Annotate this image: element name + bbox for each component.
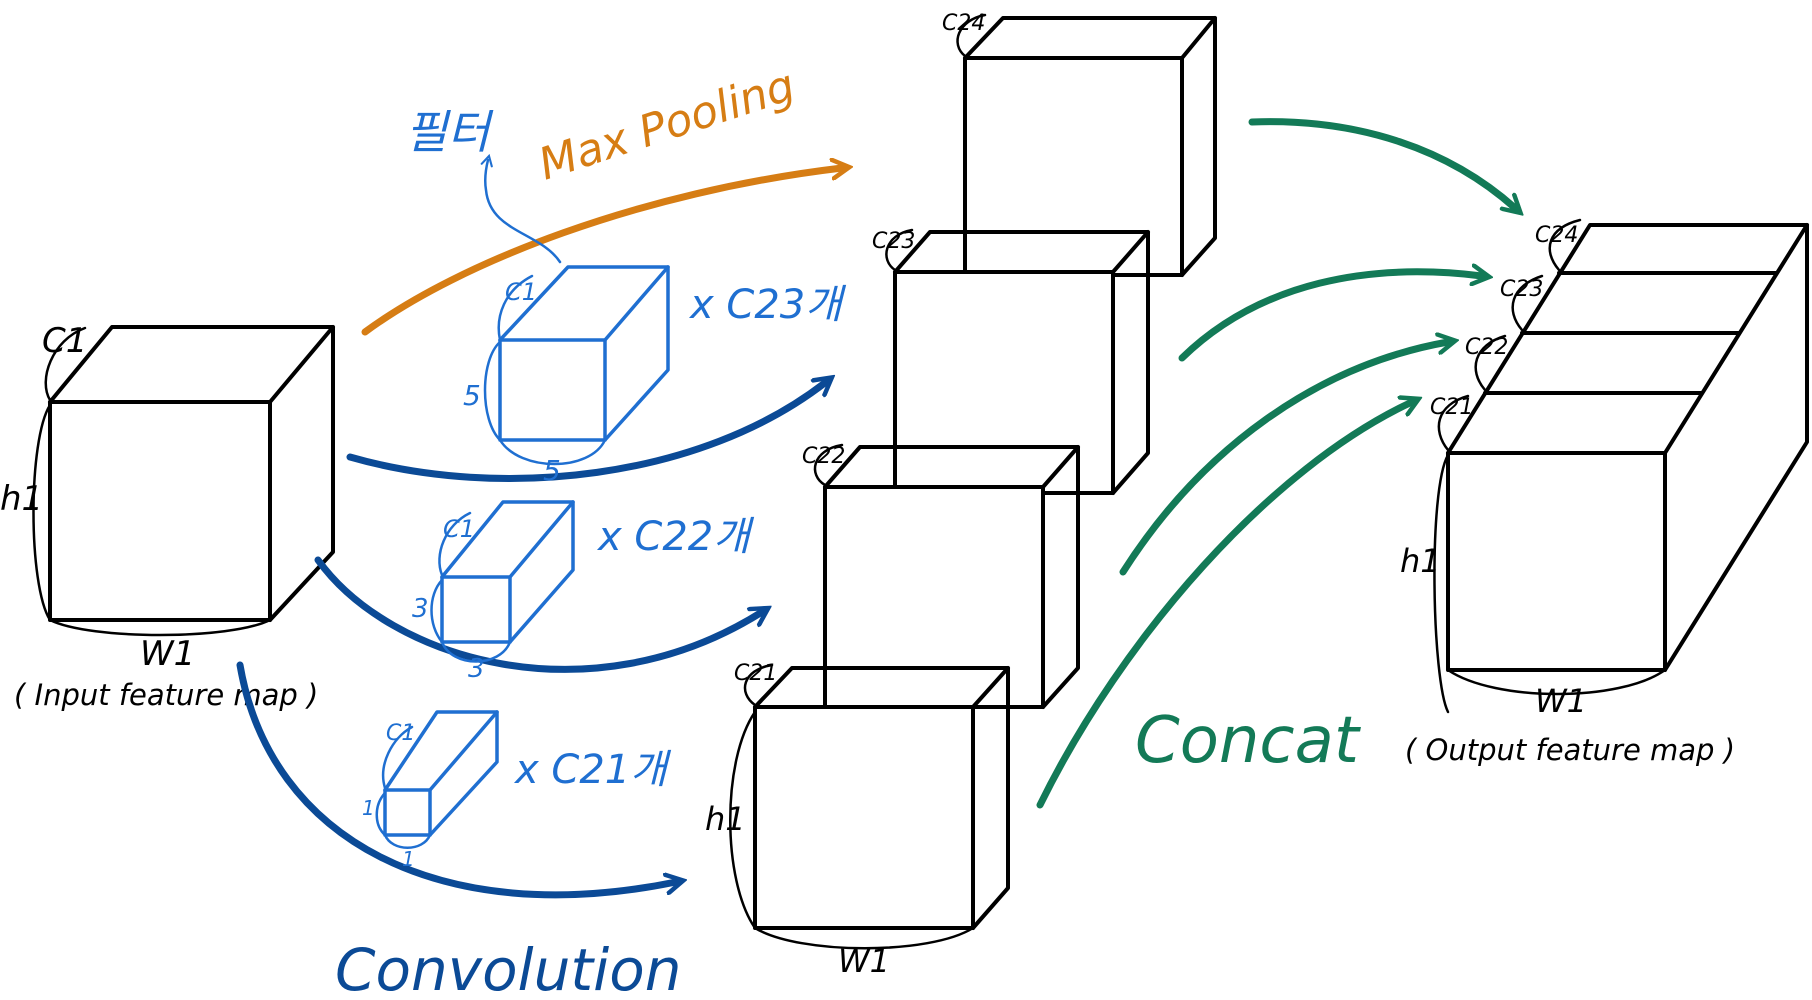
concat-arrow-c23: [1178, 272, 1482, 362]
output-channel-label-c23: C23: [1500, 277, 1543, 302]
input-feature-map: C1 h1 W1 ( Input feature map ): [0, 321, 335, 712]
filter-3x3-front: [440, 575, 512, 644]
map-c24-channel-label: C24: [942, 11, 985, 36]
conv-1x1-arrow: [236, 661, 676, 899]
input-caption: ( Input feature map ): [14, 678, 318, 712]
map-c21-channel-label: C21: [734, 661, 777, 686]
input-width-brace: [48, 618, 272, 637]
input-channel-brace: [44, 326, 87, 402]
filter-1x1: C1 1 1 x C21개: [362, 710, 671, 871]
concat-label: Concat: [1135, 704, 1362, 778]
filter-1x1-count: x C21개: [513, 747, 671, 793]
filter-1x1-front: [383, 788, 432, 837]
filter-5x5-depth-label: C1: [505, 278, 537, 306]
output-width-label: W1: [1535, 682, 1587, 720]
map-c22-channel-label: C22: [802, 444, 845, 469]
filter-3x3: C1 3 3 x C22개: [412, 500, 754, 684]
map-c21: C21 h1 W1: [705, 661, 1010, 980]
filter-5x5-front: [498, 338, 607, 442]
input-channel-label: C1: [42, 321, 87, 361]
output-caption: ( Output feature map ): [1405, 733, 1735, 767]
map-c21-width-label: W1: [838, 942, 890, 980]
output-channel-label-c22: C22: [1465, 335, 1508, 360]
filter-3x3-width-label: 3: [468, 654, 485, 684]
filter-5x5-width-label: 5: [543, 454, 561, 487]
max-pooling-label: Max Pooling: [533, 60, 801, 191]
filter-3x3-depth-label: C1: [443, 515, 475, 543]
concat-arrow-c21: [1036, 402, 1412, 809]
map-c24: C24: [942, 11, 1217, 277]
filter-5x5: C1 5 5 x C23개: [463, 265, 846, 487]
input-width-label: W1: [140, 634, 195, 674]
output-channel-label-c21: C21: [1430, 395, 1473, 420]
filter-1x1-depth-label: C1: [386, 721, 415, 746]
output-channel-label-c24: C24: [1535, 223, 1578, 248]
map-c23-channel-label: C23: [872, 229, 915, 254]
filter-pointer-arrow: [485, 160, 562, 264]
max-pooling-arrow: [361, 168, 842, 336]
filter-3x3-height-label: 3: [412, 594, 429, 624]
filter-annotation: 필터: [405, 105, 494, 159]
output-height-label: h1: [1400, 542, 1441, 580]
conv-5x5-arrow: [346, 382, 826, 482]
filter-5x5-height-label: 5: [463, 379, 481, 412]
convolution-label: Convolution: [335, 936, 682, 1000]
filter-1x1-height-label: 1: [362, 796, 375, 820]
filter-1x1-width-label: 1: [402, 847, 415, 871]
map-c23: C23: [872, 228, 1150, 495]
input-height-label: h1: [0, 479, 43, 519]
concat-arrow-c24: [1248, 118, 1515, 208]
input-height-brace: [32, 403, 52, 622]
map-c21-height-label: h1: [705, 800, 746, 838]
filter-3x3-count: x C22개: [596, 514, 754, 560]
conv-3x3-arrow: [314, 556, 762, 673]
concat-arrow-c22: [1119, 342, 1448, 576]
output-feature-map: C24 C23 C22 C21 h1 W1 ( Output feature m…: [1400, 218, 1809, 767]
filter-5x5-count: x C23개: [688, 282, 846, 328]
